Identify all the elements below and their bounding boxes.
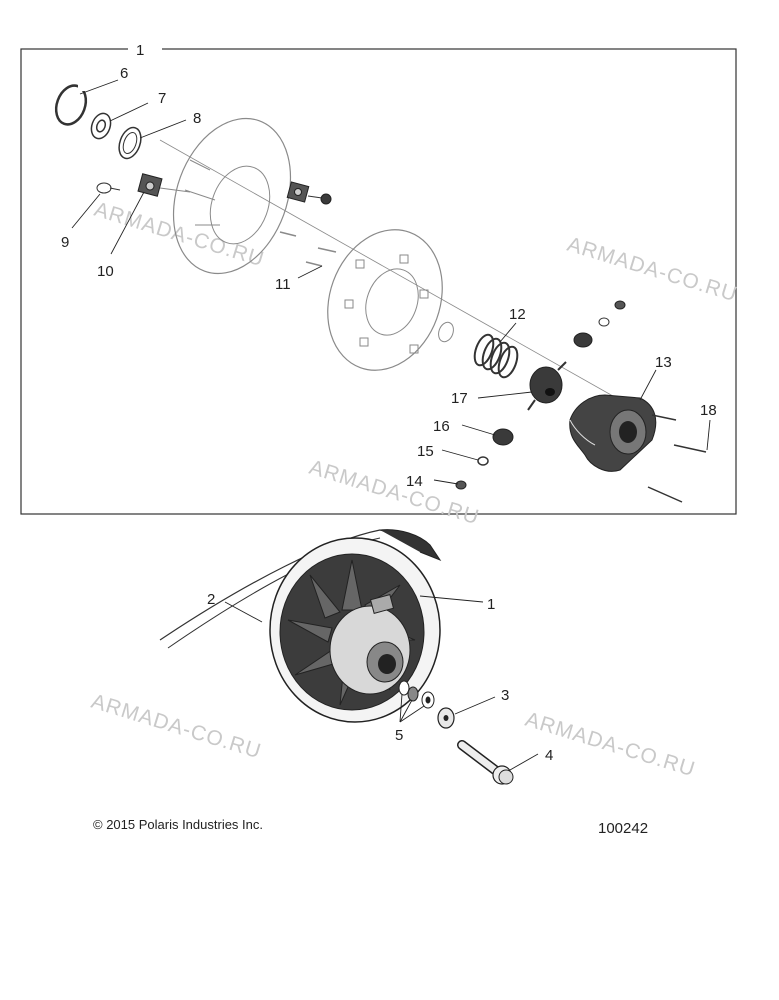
spider-part [527,361,567,411]
assembly-frame [20,48,737,515]
document-number: 100242 [598,820,649,837]
callout-8: 8 [193,110,201,127]
callouts: 1 6 7 8 9 10 11 12 13 14 15 16 17 18 2 1… [61,42,717,764]
watermark-4: ARMADA-CO.RU [89,690,265,764]
button-part [96,182,121,194]
clip-block-right-part [286,181,332,205]
callout-2: 2 [207,591,215,608]
leader-lines [71,79,711,771]
callout-5: 5 [395,727,403,744]
watermark-3: ARMADA-CO.RU [307,456,483,530]
roller-upper-part [573,300,626,348]
callout-15: 15 [417,443,434,460]
pins-part [279,231,337,267]
watermark-2: ARMADA-CO.RU [565,233,741,307]
washer-part [90,112,112,140]
roller-lower-part [455,428,514,490]
washers-part [398,680,435,709]
callout-13: 13 [655,354,672,371]
spring-seat-part [438,321,454,343]
callout-6: 6 [120,65,128,82]
callout-14: 14 [406,473,423,490]
callout-7: 7 [158,90,166,107]
callout-12: 12 [509,306,526,323]
stationary-sheave-part [172,117,292,275]
watermark-1: ARMADA-CO.RU [92,198,268,272]
spring-part [473,333,519,379]
callout-10: 10 [97,263,114,280]
snap-ring-part [54,84,88,126]
cover-screws-part [647,414,707,503]
callout-1-bottom: 1 [487,596,495,613]
callout-4: 4 [545,747,553,764]
secondary-clutch-part [269,537,441,723]
callout-17: 17 [451,390,468,407]
bolt-part [457,740,514,785]
callout-16: 16 [433,418,450,435]
callout-18: 18 [700,402,717,419]
cover-part [569,394,657,472]
copyright-text: © 2015 Polaris Industries Inc. [93,817,263,832]
watermark-5: ARMADA-CO.RU [523,708,699,782]
large-washer-part [437,707,455,729]
clip-block-part [137,173,191,197]
callout-11: 11 [275,276,291,293]
callout-9: 9 [61,234,69,251]
callout-1-top: 1 [136,42,144,59]
spacer-ring-part [118,126,142,160]
moveable-sheave-part [327,229,443,371]
callout-3: 3 [501,687,509,704]
